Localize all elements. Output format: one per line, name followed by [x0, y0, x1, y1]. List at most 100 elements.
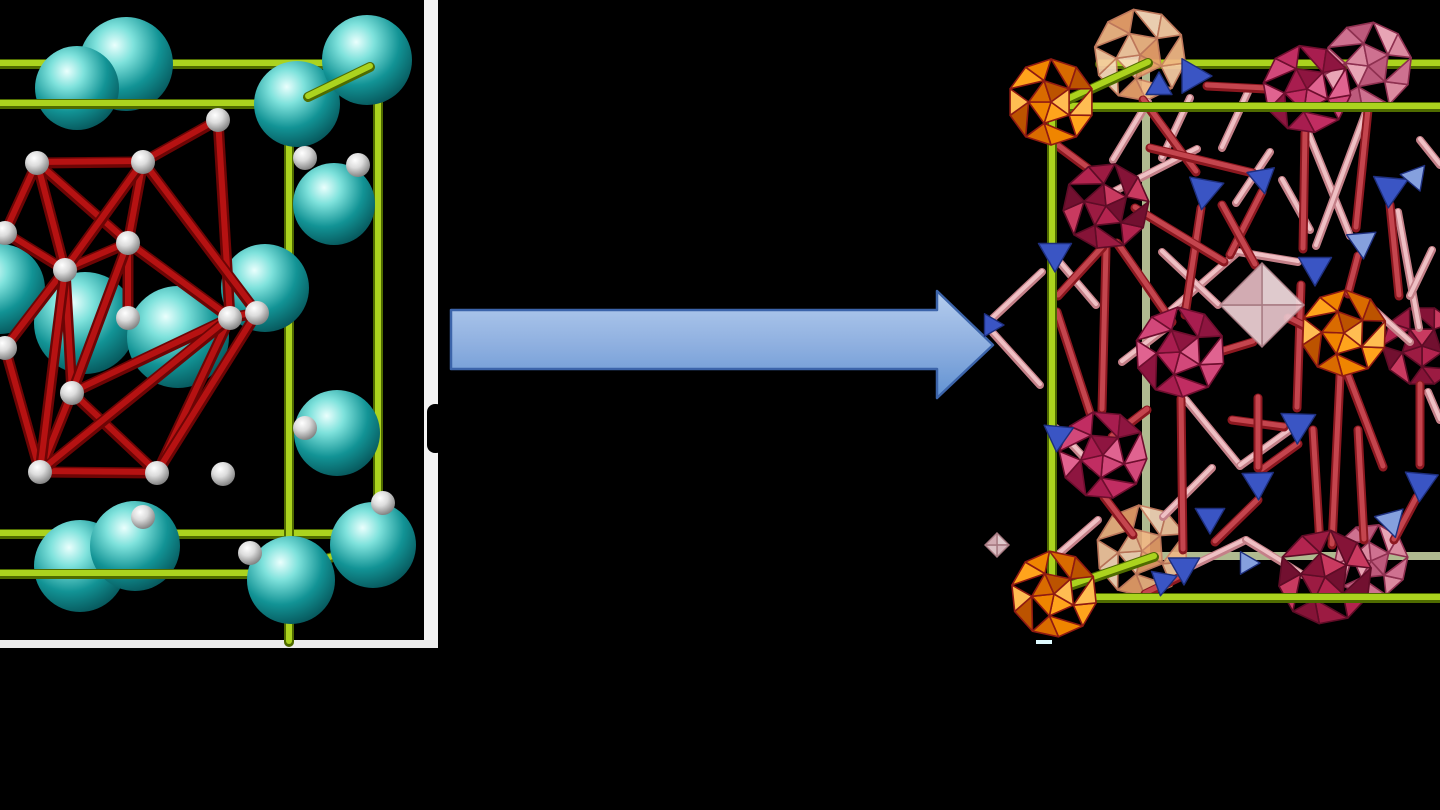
cluster-bond — [69, 314, 233, 395]
polyhedron-rose — [1324, 21, 1412, 111]
pale-octahedron — [984, 532, 1010, 558]
gray-atom — [218, 306, 242, 330]
framework-bond — [1344, 369, 1386, 469]
right-structure-panel — [983, 8, 1440, 644]
polyhedron-magenta — [1262, 44, 1352, 134]
transformation-arrow-icon — [449, 289, 995, 400]
teal-atom — [322, 15, 412, 105]
polyhedron-face — [1011, 584, 1033, 613]
polyhedron-face — [1345, 21, 1375, 45]
polyhedron-face — [1150, 306, 1179, 332]
framework-bond — [1114, 239, 1175, 324]
polyhedron-face — [1024, 122, 1052, 146]
boron-tetrahedron-icon — [1345, 231, 1377, 260]
cluster-bond — [215, 116, 233, 320]
polyhedron-face — [1286, 110, 1316, 134]
cluster-bond — [2, 266, 68, 350]
teal-atom — [247, 536, 335, 624]
cluster-bond — [140, 116, 221, 164]
cluster-bond — [34, 159, 68, 272]
framework-bond — [1219, 201, 1258, 267]
polyhedron-face — [1154, 373, 1184, 398]
polyhedron-face — [1383, 556, 1409, 581]
framework-bond-far — [1418, 137, 1440, 166]
polyhedron-face — [1370, 552, 1390, 577]
boron-tetrahedron-icon — [1037, 242, 1073, 273]
boron-tetrahedron-icon — [1241, 471, 1275, 501]
polyhedron-face — [1381, 345, 1403, 371]
boron-tetrahedron-icon — [1297, 256, 1333, 287]
framework-bond-far — [1314, 109, 1368, 247]
framework-bond — [1310, 426, 1323, 547]
gray-atom — [293, 416, 317, 440]
cluster-bond — [37, 468, 160, 475]
framework-bond — [1178, 395, 1186, 552]
framework-bond-far — [1408, 247, 1434, 297]
cluster-bond — [37, 266, 68, 474]
framework-bond-far — [1184, 397, 1242, 467]
boron-tetrahedron-icon — [1280, 412, 1317, 445]
gray-atom — [116, 306, 140, 330]
gray-atom — [0, 221, 17, 245]
edge-artifact — [1036, 640, 1052, 644]
polyhedron-face — [1306, 71, 1329, 100]
polyhedron-face — [1050, 88, 1070, 116]
framework-bond-far — [1426, 389, 1440, 421]
polyhedron-face — [1433, 307, 1440, 331]
teal-atom — [293, 163, 375, 245]
boron-tetrahedron-icon — [1373, 508, 1404, 539]
polyhedron-face — [1361, 298, 1387, 322]
gray-atom — [28, 460, 52, 484]
gray-atom — [245, 301, 269, 325]
boron-tetrahedron-icon — [1404, 471, 1439, 503]
polyhedron-face — [1278, 556, 1302, 587]
cluster-bond — [37, 314, 233, 474]
framework-bond-far — [991, 330, 1042, 386]
framework-bond — [1387, 201, 1402, 298]
framework-bond — [1353, 106, 1371, 230]
polyhedron-face — [1069, 555, 1095, 580]
polyhedron-face — [1198, 335, 1225, 366]
polyhedron-face — [1009, 87, 1030, 117]
polyhedron-face — [1319, 289, 1347, 313]
framework-bond-far — [1161, 465, 1214, 518]
polyhedron-face — [1367, 54, 1389, 83]
polyhedron-orange — [1301, 289, 1387, 377]
polyhedron-crimson — [1278, 529, 1372, 625]
gray-atom — [116, 231, 140, 255]
polyhedron-face — [1031, 615, 1060, 638]
cluster-bond — [154, 309, 260, 475]
polyhedron-orange — [1011, 550, 1097, 638]
polyhedron-face — [1301, 529, 1332, 554]
boron-tetrahedron-icon — [1043, 424, 1075, 453]
panel-frame-bottom — [0, 640, 438, 648]
boron-tetrahedron-icon — [1246, 166, 1276, 195]
polyhedron-face — [1156, 13, 1183, 40]
polyhedron-face — [1326, 67, 1352, 100]
gray-atom — [53, 258, 77, 282]
teal-atom — [294, 390, 380, 476]
boron-tetrahedron-icon — [1181, 58, 1213, 95]
polyhedron-face — [1274, 44, 1301, 70]
bracket-mark — [427, 404, 444, 453]
polyhedron-face — [1069, 411, 1094, 437]
teal-atom — [330, 502, 416, 588]
polyhedron-face — [1421, 328, 1440, 353]
boron-tetrahedron-icon — [1188, 176, 1225, 211]
framework-bond — [1055, 243, 1106, 298]
polyhedron-face — [1322, 48, 1347, 74]
polyhedron-face — [1024, 58, 1052, 82]
polyhedron-face — [1107, 8, 1135, 35]
polyhedron-face — [1360, 320, 1387, 349]
gray-atom — [346, 153, 370, 177]
framework-bond — [1054, 308, 1093, 415]
polyhedron-face — [1387, 535, 1409, 558]
teal-atom — [35, 46, 119, 130]
gray-atom — [371, 491, 395, 515]
polyhedron-face — [1073, 224, 1098, 249]
polyhedron-face — [1160, 33, 1187, 67]
framework-bond-far — [1238, 427, 1292, 467]
polyhedron-face — [1345, 541, 1372, 569]
